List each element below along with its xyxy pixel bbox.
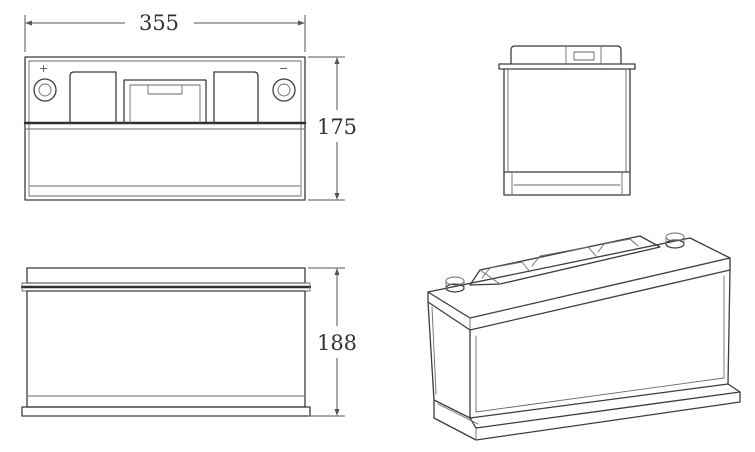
- side-view: [20, 267, 312, 417]
- negative-symbol: −: [279, 62, 288, 75]
- positive-symbol: +: [39, 62, 48, 75]
- negative-terminal: [272, 78, 296, 102]
- width-dimension: 175: [308, 56, 357, 201]
- end-view: [498, 45, 636, 196]
- positive-terminal: [33, 78, 57, 102]
- height-value: 188: [317, 331, 357, 355]
- width-value: 175: [317, 115, 357, 139]
- isometric-view: [427, 232, 741, 441]
- top-view: + −: [23, 56, 307, 201]
- height-dimension: 188: [308, 267, 357, 417]
- length-dimension: 355: [24, 11, 306, 52]
- length-value: 355: [139, 11, 179, 35]
